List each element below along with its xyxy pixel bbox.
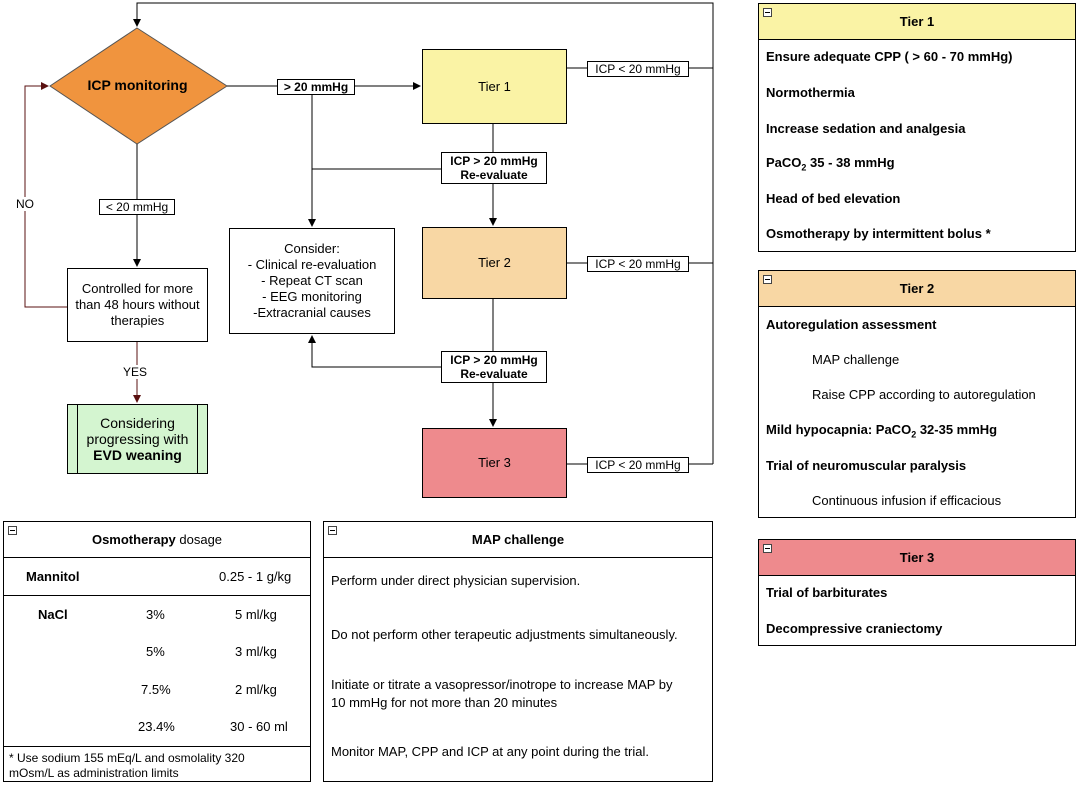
tier2-item-raise: Raise CPP according to autoregulation — [812, 387, 1036, 402]
nacl-dose-3: 2 ml/kg — [235, 682, 277, 697]
nacl-conc-1: 3% — [146, 607, 165, 622]
tier1-item-sedation: Increase sedation and analgesia — [766, 121, 966, 136]
consider-line-5: -Extracranial causes — [253, 305, 371, 320]
controlled-line-1: Controlled for more — [81, 281, 194, 296]
consider-line-1: Consider: — [284, 241, 340, 256]
tier3-panel-title: Tier 3 — [899, 550, 935, 565]
feedback-bus — [133, 2, 714, 464]
evd-left-bar — [77, 405, 78, 473]
map-text-1: Perform under direct physician supervisi… — [331, 573, 581, 588]
tier1-panel: Tier 1 Ensure adequate CPP ( > 60 - 70 m… — [758, 3, 1076, 252]
evd-line-1: Considering — [100, 415, 175, 431]
mannitol-dose: 0.25 - 1 g/kg — [219, 569, 292, 584]
tier2-box[interactable]: Tier 2 — [422, 227, 567, 299]
tier2-hypo-sub: 2 — [911, 429, 917, 440]
reevaluate-2-bottom: Re-evaluate — [460, 367, 528, 381]
evd-line-3: EVD weaning — [93, 447, 182, 463]
map-challenge-panel: MAP challenge Perform under direct physi… — [323, 521, 713, 782]
mannitol-divider — [4, 595, 310, 596]
evd-line-2: progressing with — [86, 431, 189, 447]
reevaluate-label-1: ICP > 20 mmHg Re-evaluate — [441, 152, 547, 184]
tier2-panel-header: Tier 2 — [759, 271, 1075, 307]
yes-label: YES — [121, 365, 150, 379]
map-text-3b: 10 mmHg for not more than 20 minutes — [331, 695, 558, 710]
nacl-conc-3: 7.5% — [141, 682, 171, 697]
nacl-dose-2: 3 ml/kg — [235, 644, 277, 659]
map-challenge-header: MAP challenge — [324, 522, 712, 558]
controlled-line-2: than 48 hours without — [75, 297, 200, 312]
tier1-item-head: Head of bed elevation — [766, 191, 901, 206]
icp-lt20-label-2: ICP < 20 mmHg — [587, 256, 689, 272]
collapse-icon[interactable] — [763, 275, 772, 284]
tier2-item-map: MAP challenge — [812, 352, 900, 367]
nacl-label: NaCl — [38, 607, 68, 622]
osmotherapy-panel-header: Osmotherapy dosage — [4, 522, 310, 558]
collapse-icon[interactable] — [328, 526, 337, 535]
tier1-item-osmotherapy: Osmotherapy by intermittent bolus * — [766, 226, 991, 241]
reevaluate-2-top: ICP > 20 mmHg — [450, 353, 538, 367]
icp-lt20-label-3: ICP < 20 mmHg — [587, 457, 689, 473]
tier2-item-paralysis: Trial of neuromuscular paralysis — [766, 458, 967, 473]
controlled-line-3: therapies — [110, 313, 165, 328]
tier1-panel-title: Tier 1 — [899, 14, 935, 29]
nacl-dose-4: 30 - 60 ml — [230, 719, 288, 734]
evd-weaning-box[interactable]: Considering progressing with EVD weaning — [67, 404, 208, 474]
tier1-paco2-pre: PaCO — [766, 155, 802, 170]
mannitol-label: Mannitol — [26, 569, 80, 584]
reevaluate-1-bottom: Re-evaluate — [460, 168, 528, 182]
map-text-3a: Initiate or titrate a vasopressor/inotro… — [331, 677, 673, 692]
nacl-conc-2: 5% — [146, 644, 165, 659]
consider-line-4: - EEG monitoring — [262, 289, 362, 304]
tier1-item-paco2: PaCO2 35 - 38 mmHg — [766, 155, 895, 173]
arrow-no-loop — [24, 82, 67, 308]
tier2-panel: Tier 2 Autoregulation assessment MAP cha… — [758, 270, 1076, 518]
tier3-item-barbiturates: Trial of barbiturates — [766, 585, 888, 600]
tier1-box[interactable]: Tier 1 — [422, 49, 567, 124]
arrow-reeval2-to-consider — [308, 335, 493, 368]
reevaluate-1-top: ICP > 20 mmHg — [450, 154, 538, 168]
gt20-label: > 20 mmHg — [277, 79, 355, 95]
lt20-label: < 20 mmHg — [99, 199, 175, 215]
tier2-item-infusion: Continuous infusion if efficacious — [812, 493, 1002, 508]
collapse-icon[interactable] — [8, 526, 17, 535]
tier2-panel-title: Tier 2 — [899, 281, 935, 296]
tier1-item-cpp: Ensure adequate CPP ( > 60 - 70 mmHg) — [766, 49, 1013, 64]
nacl-dose-1: 5 ml/kg — [235, 607, 277, 622]
note-divider — [4, 746, 310, 747]
tier3-item-craniectomy: Decompressive craniectomy — [766, 621, 943, 636]
collapse-icon[interactable] — [763, 8, 772, 17]
tier2-item-autoreg: Autoregulation assessment — [766, 317, 937, 332]
nacl-conc-4: 23.4% — [138, 719, 175, 734]
tier3-panel-header: Tier 3 — [759, 540, 1075, 576]
icp-lt20-label-1: ICP < 20 mmHg — [587, 61, 689, 77]
tier3-box[interactable]: Tier 3 — [422, 428, 567, 498]
tier1-paco2-sub: 2 — [801, 162, 807, 173]
consider-line-2: - Clinical re-evaluation — [247, 257, 377, 272]
tier3-panel: Tier 3 Trial of barbiturates Decompressi… — [758, 539, 1076, 646]
consider-line-3: - Repeat CT scan — [261, 273, 363, 288]
collapse-icon[interactable] — [763, 544, 772, 553]
osmotherapy-note-1: * Use sodium 155 mEq/L and osmolality 32… — [9, 751, 245, 765]
osmotherapy-title-bold: Osmotherapy — [91, 532, 176, 547]
osmotherapy-panel: Osmotherapy dosage Mannitol 0.25 - 1 g/k… — [3, 521, 311, 782]
map-text-2: Do not perform other terapeutic adjustme… — [331, 627, 678, 642]
tier2-item-hypocapnia: Mild hypocapnia: PaCO2 32-35 mmHg — [766, 422, 997, 440]
controlled-box[interactable]: Controlled for more than 48 hours withou… — [67, 268, 208, 342]
osmotherapy-title-rest: dosage — [175, 532, 223, 547]
tier2-hypo-pre: Mild hypocapnia: PaCO — [766, 422, 912, 437]
reevaluate-label-2: ICP > 20 mmHg Re-evaluate — [441, 351, 547, 383]
icp-monitoring-label: ICP monitoring — [87, 77, 188, 93]
consider-box[interactable]: Consider: - Clinical re-evaluation - Rep… — [229, 228, 395, 334]
osmotherapy-note-2: mOsm/L as administration limits — [9, 766, 179, 780]
evd-right-bar — [197, 405, 198, 473]
tier2-hypo-post: 32-35 mmHg — [916, 422, 998, 437]
tier1-paco2-post: 35 - 38 mmHg — [806, 155, 895, 170]
no-label: NO — [14, 197, 36, 211]
tier1-panel-header: Tier 1 — [759, 4, 1075, 40]
map-challenge-title: MAP challenge — [471, 532, 565, 547]
tier1-item-normothermia: Normothermia — [766, 85, 855, 100]
map-text-4: Monitor MAP, CPP and ICP at any point du… — [331, 744, 649, 759]
